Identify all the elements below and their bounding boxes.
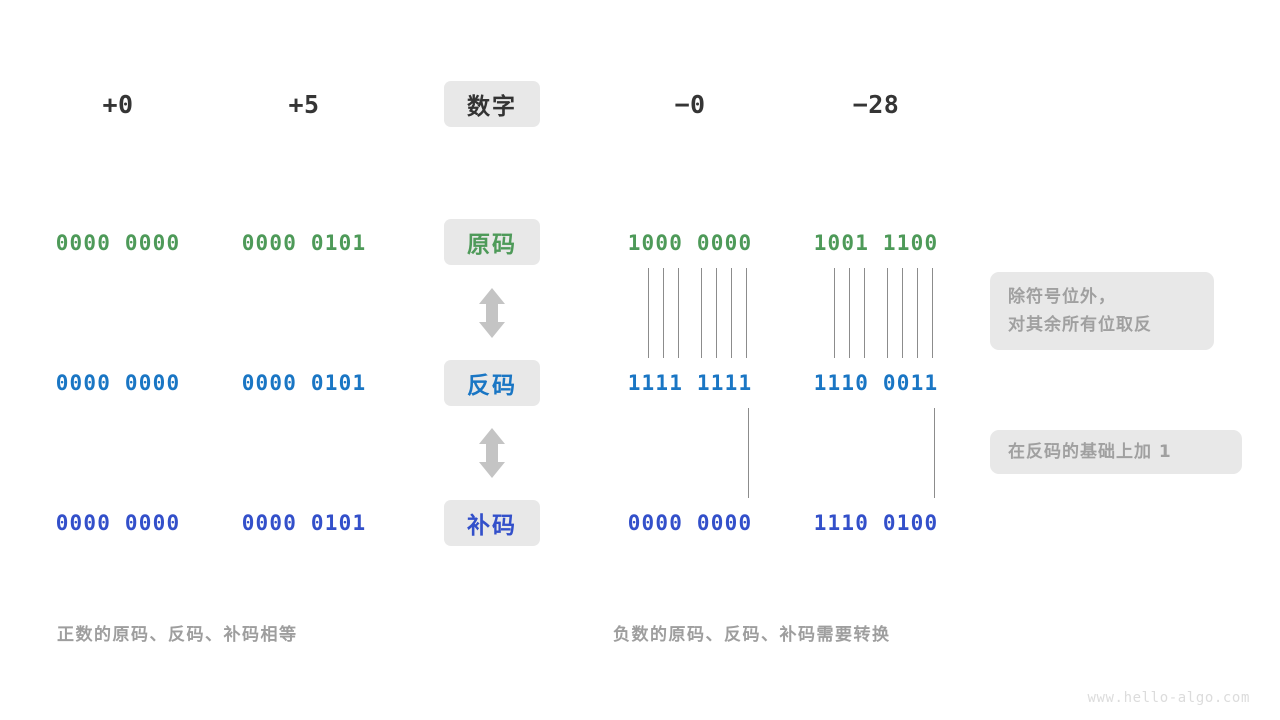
badge-twos-complement-code: 补码 [444, 500, 540, 546]
badge-original-code: 原码 [444, 219, 540, 265]
connector-line [902, 268, 903, 358]
header-value-minus-twentyeight: −28 [852, 89, 900, 119]
row-ones-complement-col-minus-zero: 1111 1111 [627, 371, 753, 395]
badge-number: 数字 [444, 81, 540, 127]
connector-line [917, 268, 918, 358]
double-vertical-arrow-icon [475, 288, 509, 338]
row-original-col-minus-twentyeight: 1001 1100 [813, 231, 939, 255]
connector-line [678, 268, 679, 358]
connector-line [849, 268, 850, 358]
row-twos-complement-col-minus-zero: 0000 0000 [627, 511, 753, 535]
connector-line [731, 268, 732, 358]
header-value-minus-zero: −0 [674, 89, 706, 119]
connector-line [701, 268, 702, 358]
note-invert-bits-line1: 除符号位外， [1008, 287, 1116, 307]
connector-line [934, 408, 935, 498]
note-invert-bits-line2: 对其余所有位取反 [1008, 315, 1152, 335]
connector-line [716, 268, 717, 358]
connector-line [887, 268, 888, 358]
connector-line [746, 268, 747, 358]
row-ones-complement-col-plus-zero: 0000 0000 [55, 371, 181, 395]
header-value-plus-zero: +0 [102, 89, 134, 119]
connector-line [834, 268, 835, 358]
row-twos-complement-col-plus-five: 0000 0101 [241, 511, 367, 535]
row-original-col-plus-zero: 0000 0000 [55, 231, 181, 255]
note-invert-bits: 除符号位外， 对其余所有位取反 [990, 272, 1214, 350]
caption-negative: 负数的原码、反码、补码需要转换 [613, 625, 891, 645]
note-add-one: 在反码的基础上加 1 [990, 430, 1242, 474]
badge-ones-complement-code: 反码 [444, 360, 540, 406]
double-vertical-arrow-icon [475, 428, 509, 478]
note-add-one-text: 在反码的基础上加 1 [1008, 442, 1172, 462]
connector-line [748, 408, 749, 498]
header-value-plus-five: +5 [288, 89, 320, 119]
watermark: www.hello-algo.com [1087, 690, 1250, 706]
caption-positive: 正数的原码、反码、补码相等 [57, 625, 298, 645]
connector-line [864, 268, 865, 358]
connector-line [932, 268, 933, 358]
row-twos-complement-col-plus-zero: 0000 0000 [55, 511, 181, 535]
connector-line [663, 268, 664, 358]
row-ones-complement-col-plus-five: 0000 0101 [241, 371, 367, 395]
row-original-col-minus-zero: 1000 0000 [627, 231, 753, 255]
row-ones-complement-col-minus-twentyeight: 1110 0011 [813, 371, 939, 395]
connector-line [648, 268, 649, 358]
row-original-col-plus-five: 0000 0101 [241, 231, 367, 255]
row-twos-complement-col-minus-twentyeight: 1110 0100 [813, 511, 939, 535]
